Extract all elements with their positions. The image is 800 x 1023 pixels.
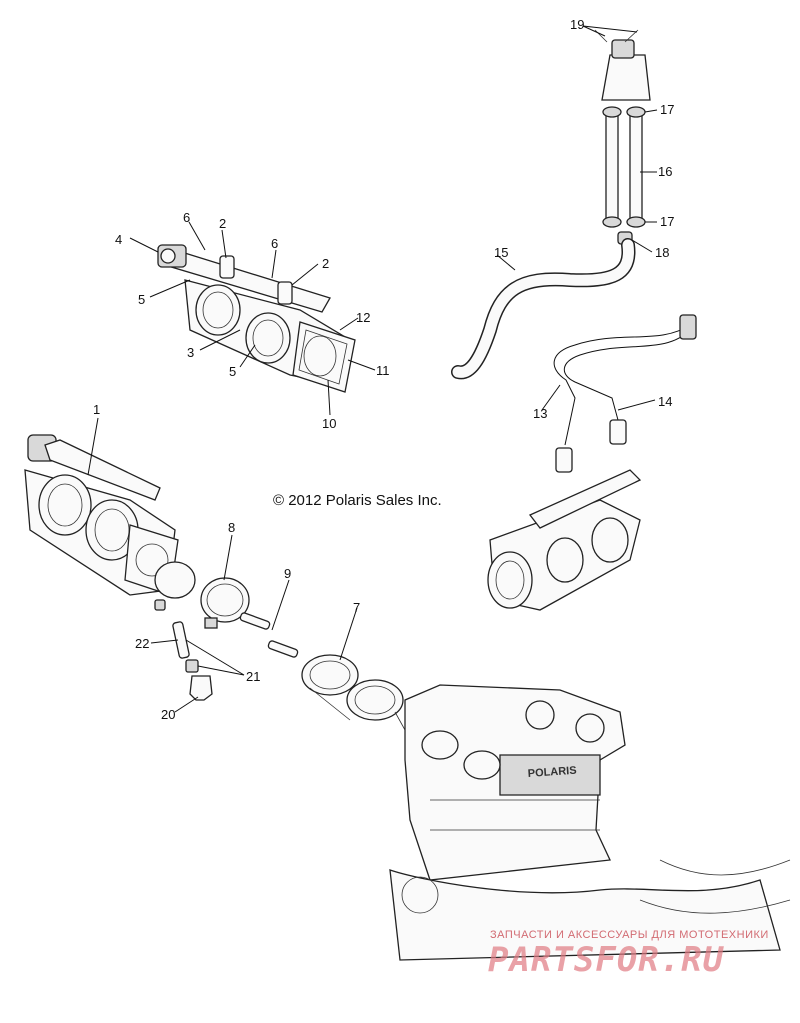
callout-17: 17	[660, 214, 674, 229]
engine-logo: POLARIS	[527, 765, 577, 780]
copyright-notice: © 2012 Polaris Sales Inc.	[273, 492, 442, 509]
callout-6: 6	[271, 236, 278, 251]
callout-18: 18	[655, 245, 669, 260]
callout-7: 7	[353, 600, 360, 615]
leader-lines	[87, 25, 658, 713]
callout-3: 3	[187, 345, 194, 360]
callout-11: 11	[376, 363, 390, 378]
lower-throttle-body	[24, 434, 179, 596]
callout-14: 14	[658, 394, 672, 409]
watermark-brand: PARTSFOR.RU	[488, 940, 725, 980]
callout-2: 2	[322, 256, 329, 271]
callout-8: 8	[228, 520, 235, 535]
installed-throttle-body	[487, 469, 642, 611]
fuel-fittings-and-hoses	[594, 29, 651, 245]
wiring-harness	[553, 314, 697, 473]
callout-20: 20	[161, 707, 175, 722]
callout-4: 4	[115, 232, 122, 247]
callout-13: 13	[533, 406, 547, 421]
callout-17: 17	[660, 102, 674, 117]
callout-15: 15	[494, 245, 508, 260]
callout-6: 6	[183, 210, 190, 225]
callout-12: 12	[356, 310, 370, 325]
callout-1: 1	[93, 402, 100, 417]
callout-2: 2	[219, 216, 226, 231]
callout-21: 21	[246, 669, 260, 684]
intake-boots	[301, 654, 406, 731]
callout-19: 19	[570, 17, 584, 32]
callout-10: 10	[322, 416, 336, 431]
clamps-and-fasteners	[154, 561, 299, 701]
callout-22: 22	[135, 636, 149, 651]
callout-5: 5	[138, 292, 145, 307]
callout-9: 9	[284, 566, 291, 581]
callout-labels: 1 4 6 2 6 2 5 3 5 12 11 10 19 17 16 17 1…	[93, 17, 674, 722]
upper-throttle-body-assembly	[157, 244, 356, 393]
watermark-tagline: ЗАПЧАСТИ И АКСЕССУАРЫ ДЛЯ МОТОТЕХНИКИ	[490, 929, 769, 941]
callout-16: 16	[658, 164, 672, 179]
callout-5: 5	[229, 364, 236, 379]
engine	[389, 684, 791, 961]
